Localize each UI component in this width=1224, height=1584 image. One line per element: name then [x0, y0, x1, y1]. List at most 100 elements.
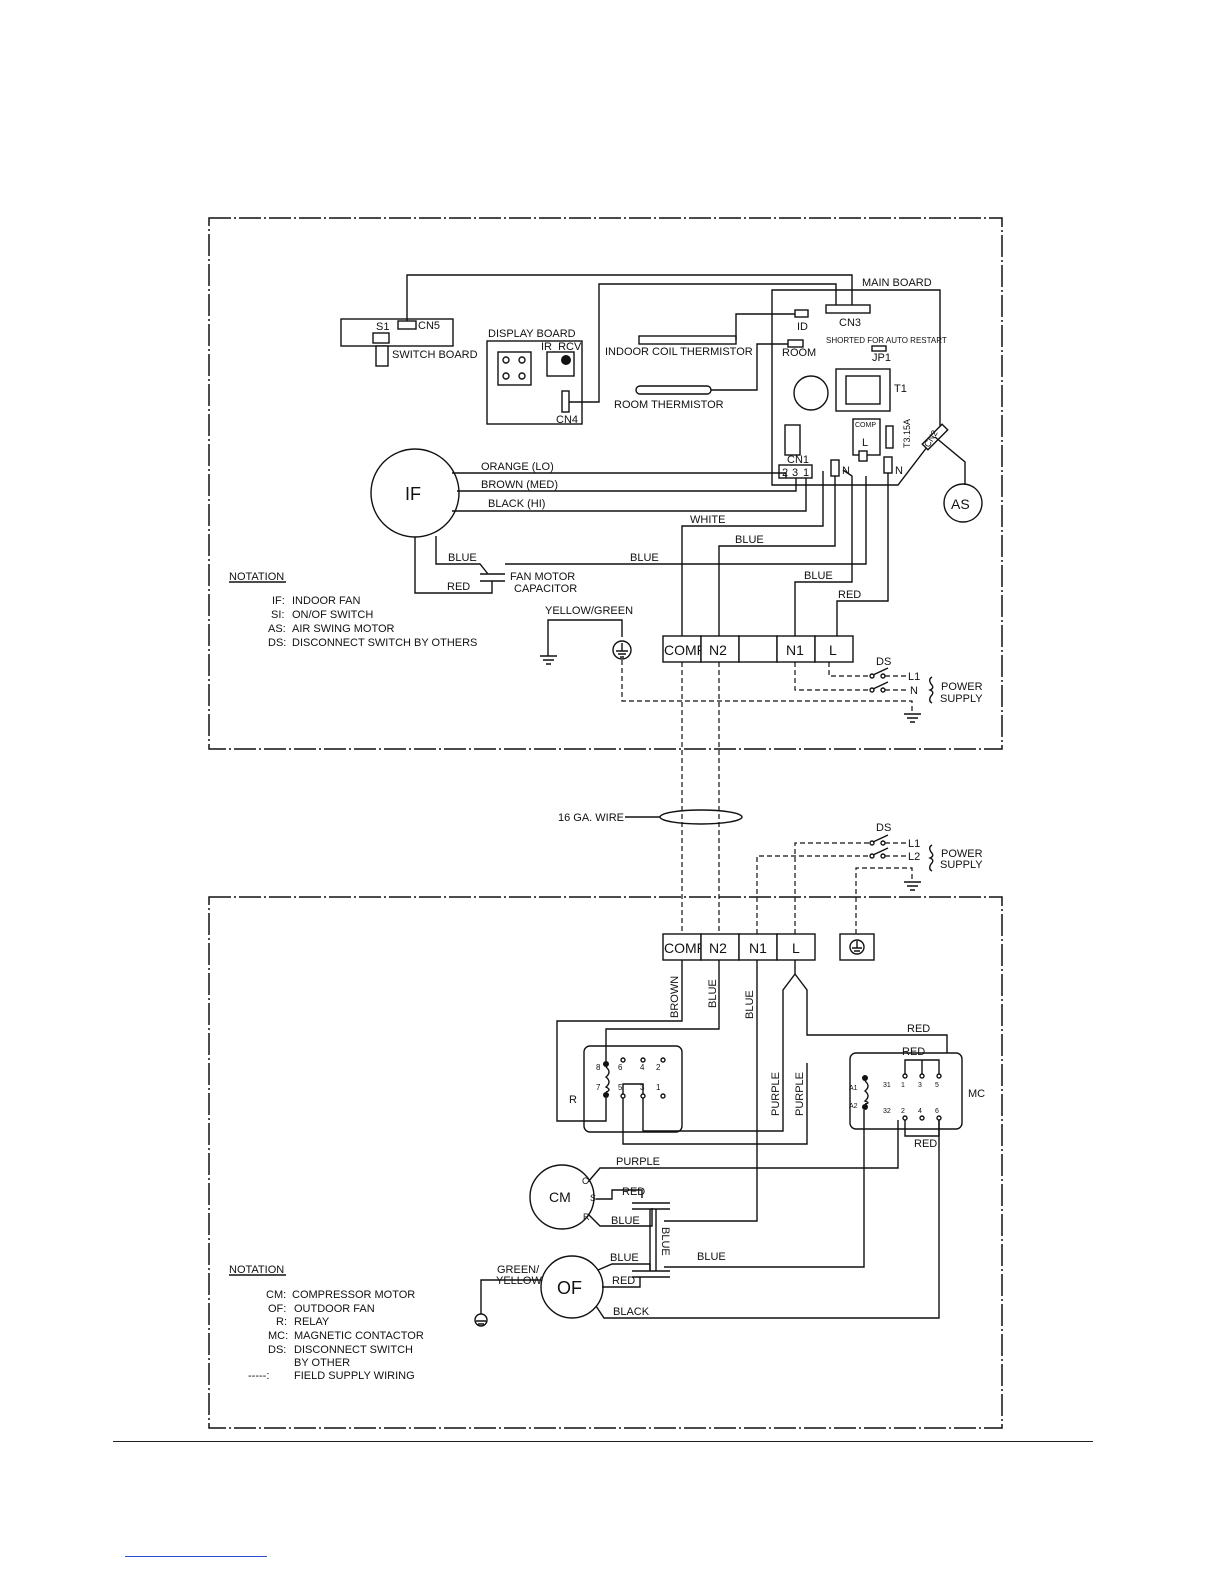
- wire-brown: [556, 960, 683, 1122]
- wire-red-label: RED: [447, 581, 470, 593]
- wire-blue-label: BLUE: [448, 552, 477, 564]
- terminal-n1: [738, 933, 778, 961]
- wire-brown-label: BROWN (MED): [481, 479, 558, 491]
- terminal-label: L: [829, 642, 837, 658]
- room-thermistor: [635, 385, 712, 395]
- display-led-block: [497, 351, 532, 386]
- ds-blade: [872, 834, 889, 843]
- wire-purple-cm: [587, 1120, 899, 1183]
- mc-pin: 1: [901, 1082, 905, 1089]
- wire-red-cm: [596, 1189, 643, 1200]
- relay-pin: 7: [596, 1083, 601, 1092]
- power-label: POWER: [941, 848, 983, 860]
- wire-blue-label: BLUE: [804, 570, 833, 582]
- id-connector: [794, 309, 809, 318]
- notation-code: OF:: [268, 1303, 286, 1315]
- ds-contact: [880, 673, 886, 679]
- mc-pin: 3: [918, 1082, 922, 1089]
- cn5-label: CN5: [418, 320, 440, 332]
- notation-desc: COMPRESSOR MOTOR: [292, 1289, 415, 1301]
- terminal-n2: [700, 933, 740, 961]
- terminal-label: N2: [709, 642, 727, 658]
- wire-blue-label: BLUE: [630, 552, 659, 564]
- ground-icon: [616, 643, 628, 658]
- earth-symbol: [474, 1313, 488, 1327]
- notation-code: AS:: [268, 623, 286, 635]
- wire-blue-cap: [505, 476, 867, 565]
- supply-label: SUPPLY: [940, 859, 983, 871]
- ds-blade: [872, 681, 889, 690]
- cm-label: CM: [549, 1189, 571, 1205]
- terminal-n1: [776, 635, 816, 663]
- s1-label: S1: [376, 321, 389, 333]
- notation-title: NOTATION: [229, 571, 284, 583]
- field-link: 16 GA. WIRE DS L1 L2 POWER SUPPLY: [558, 662, 983, 934]
- relay-contact: [660, 1057, 666, 1063]
- cm-pin: R: [583, 1212, 590, 1222]
- wire-cn2-as: [934, 436, 966, 485]
- cn3-label: CN3: [839, 317, 861, 329]
- notation-desc: ON/OF SWITCH: [292, 609, 373, 621]
- wire-bundle: [659, 809, 743, 825]
- n-right-label: N: [895, 465, 903, 477]
- id-label: ID: [797, 321, 808, 333]
- relay-contact: [660, 1093, 666, 1099]
- field-wire-supply: [885, 675, 907, 691]
- wire-red-top: [794, 973, 948, 1080]
- notation-code: DS:: [268, 637, 286, 649]
- ir-receiver-eye: [561, 355, 571, 365]
- room-connector: [787, 339, 804, 348]
- l2-label: L2: [908, 851, 920, 863]
- l-terminal: [858, 450, 868, 462]
- relay-pin: 6: [618, 1063, 623, 1072]
- ds-blade: [872, 847, 889, 856]
- wire-room-thermistor: [711, 343, 788, 391]
- wire-blue-if: [435, 536, 489, 575]
- cn1-pin: 3: [792, 467, 798, 479]
- magnetic-contactor: [849, 1052, 963, 1130]
- compressor-motor: [529, 1164, 595, 1230]
- comp-relay-l: L: [862, 437, 868, 449]
- field-wire-supply: [885, 842, 907, 857]
- field-ground-wire: [855, 867, 913, 934]
- supply-brace: [928, 676, 934, 704]
- wire-purple-relay: [622, 1063, 808, 1145]
- wire-red-label: RED: [907, 1023, 930, 1035]
- green-yellow-label: GREEN/: [497, 1264, 540, 1276]
- as-label: AS: [951, 496, 970, 512]
- wire-brown: [457, 478, 797, 492]
- fan-capacitor-label: FAN MOTOR: [510, 571, 575, 583]
- switch-s1-button: [375, 345, 389, 367]
- notation-desc: AIR SWING MOTOR: [292, 623, 395, 635]
- ds-blade: [872, 667, 889, 676]
- yellow-green-label: YELLOW/GREEN: [545, 605, 633, 617]
- ir-receiver: [546, 351, 575, 377]
- l1-label: L1: [908, 671, 920, 683]
- page-footer-rule: [113, 1441, 1093, 1442]
- display-board-label: DISPLAY BOARD: [488, 328, 576, 340]
- ds-contact: [880, 687, 886, 693]
- mc-coil-terminal: [862, 1075, 868, 1081]
- n-terminal-left: [830, 459, 840, 477]
- mc-pin: 4: [918, 1108, 922, 1115]
- wire-id-thermistor: [735, 313, 795, 340]
- capacitor-link: [649, 1209, 657, 1271]
- mc-pin: 32: [883, 1108, 891, 1115]
- terminal-label: N2: [709, 940, 727, 956]
- led-dot: [502, 356, 510, 364]
- footer-link-underline[interactable]: [125, 1556, 267, 1557]
- wire-purple-label: PURPLE: [616, 1156, 660, 1168]
- transformer-core: [845, 375, 881, 405]
- field-wire-l: [828, 662, 870, 677]
- switch-s1: [372, 332, 390, 344]
- comp-relay: [852, 418, 881, 456]
- air-swing-motor: [943, 483, 983, 523]
- wire-red-l: [836, 473, 889, 636]
- r-label: R: [569, 1094, 577, 1106]
- ground-icon: [904, 713, 921, 723]
- ds-label: DS: [876, 822, 891, 834]
- wire-blue-label: BLUE: [707, 979, 719, 1008]
- fan-capacitor-label: CAPACITOR: [514, 583, 577, 595]
- relay-coil-terminal: [603, 1061, 609, 1067]
- jp1-label: JP1: [872, 352, 891, 364]
